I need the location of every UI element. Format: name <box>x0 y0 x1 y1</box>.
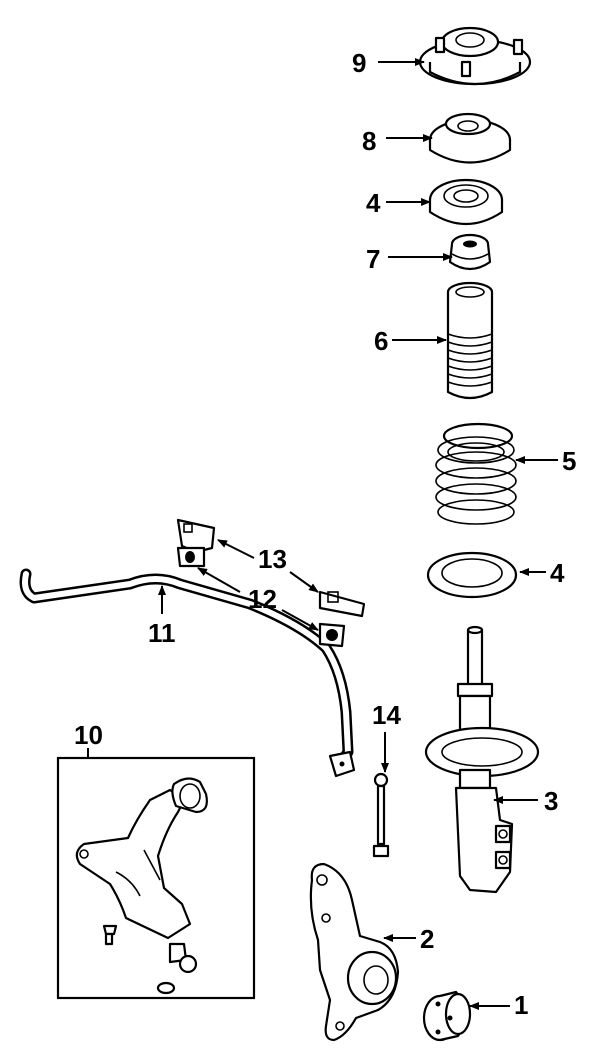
strut-assembly <box>424 625 540 894</box>
callout-10: 10 <box>74 720 103 750</box>
callout-14: 14 <box>372 700 401 730</box>
coil-spring <box>435 422 517 525</box>
leader-lines <box>158 58 558 1010</box>
callout-8: 8 <box>362 126 376 156</box>
spring-seat-lower <box>426 551 518 599</box>
stabilizer-link <box>372 772 390 858</box>
callout-5: 5 <box>562 446 576 476</box>
callout-7: 7 <box>366 244 380 274</box>
callout-labels: 9 8 4 7 6 5 4 3 2 1 13 12 11 14 10 <box>74 48 576 1020</box>
callout-13: 13 <box>258 544 287 574</box>
stabilizer-bushing-right <box>318 622 346 648</box>
stabilizer-bushing-left <box>176 546 206 568</box>
bump-stop <box>448 233 492 271</box>
steering-knuckle <box>309 862 400 1042</box>
strut-mount <box>418 26 532 86</box>
callout-11: 11 <box>148 618 176 648</box>
wheel-hub <box>422 990 472 1042</box>
dust-boot <box>446 281 494 400</box>
callout-6: 6 <box>374 326 388 356</box>
strut-bearing-upper <box>428 178 504 226</box>
bearing-seat <box>428 112 512 164</box>
callout-4-upper: 4 <box>366 188 381 218</box>
stabilizer-bar <box>19 568 356 778</box>
callout-12: 12 <box>248 584 277 614</box>
callout-9: 9 <box>352 48 366 78</box>
callout-4-lower: 4 <box>550 558 565 588</box>
callout-2: 2 <box>420 924 434 954</box>
callout-3: 3 <box>544 786 558 816</box>
lower-control-arm <box>75 777 208 995</box>
stabilizer-bracket-right <box>318 590 366 618</box>
callout-1: 1 <box>514 990 528 1020</box>
